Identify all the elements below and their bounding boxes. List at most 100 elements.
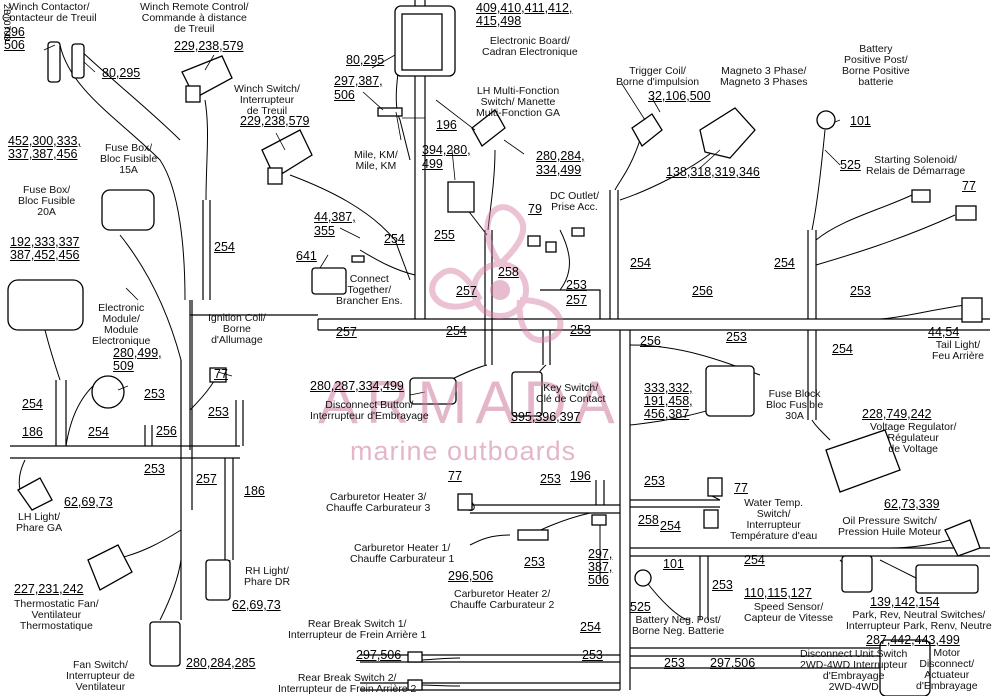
lh-light-label: LH Light/Phare GA [16,511,63,534]
ref-280284-334499: 280,284,334,499 [536,149,585,177]
ref-257-d: 257 [196,472,217,486]
starting-solenoid-part-codes: 77 [962,180,976,193]
ref-394280-499: 394,280,499 [422,143,471,171]
fuse-block-30a-code: 333,332, [644,381,693,395]
carb-heater-3-part-codes: 77 [448,470,462,483]
carb-heater-1-label: Carburetor Heater 1/Chauffe Carburateur … [350,542,455,565]
rear-brake-1-part-codes: 297,506 [356,649,401,662]
water-temp-code: 77 [734,481,748,495]
voltage-regulator-part-codes: 228,749,242 [862,408,932,421]
ref-254-k: 254 [580,620,601,634]
ref-254-c: 254 [630,256,651,270]
fuse-box-15a-code: 452,300,333, [8,134,81,148]
starting-solenoid-code: 77 [962,179,976,193]
electronic-module-code: 280,499, [113,346,162,360]
motor-disconnect-part-codes: 287,442,443,499 [866,634,960,647]
speed-sensor-code: 110,115,127 [744,586,812,600]
ref-641: 641 [296,249,317,263]
carb-heater-2-part-codes: 297,387,506 [588,548,612,587]
electronic-board-part-codes: 409,410,411,412,415,498 [476,2,572,28]
ref-253-e: 253 [144,387,165,401]
mile-km-label: Mile, KM/Mile, KM [354,149,398,172]
trigger-coil-label: Trigger Coil/Borne d'impulsion [616,65,700,88]
magneto-part-codes: 138,318,319,346 [666,166,760,179]
ref-256-c: 256 [156,424,177,438]
ref-253-f: 253 [208,405,229,419]
ref-253-b: 253 [570,323,591,337]
motor-disconnect-code: 287,442,443,499 [866,633,960,647]
ref-253-k: 253 [712,578,733,592]
ignition-coil-code: 77 [214,367,228,381]
fan-switch-code: 280,284,285 [186,656,256,670]
ref-256-a: 256 [692,284,713,298]
fuse-box-15a-code: 337,387,456 [8,147,78,161]
oil-pressure-part-codes: 62,73,339 [884,498,940,511]
starting-solenoid-label: Starting Solenoid/Relais de Démarrage [866,154,966,177]
rear-brake-1-code: 297,506 [356,648,402,662]
watermark-brand: ARMADA [318,369,623,436]
neutral-switches-label: Park, Rev, Neutral Switches/Interrupteur… [846,609,992,632]
magneto-label: Magneto 3 Phase/Magneto 3 Phases [720,65,808,88]
fan-switch-part-codes: 280,284,285 [186,657,256,670]
harness-trunks [10,0,990,691]
lh-light-part-codes: 62,69,73 [64,496,113,509]
disconnect-unit-code: 297,506 [710,656,756,670]
trigger-coil-part-codes: 32,106,500 [648,90,711,103]
dc-outlet-label: DC Outlet/Prise Acc. [550,190,600,213]
trigger-coil-code: 32,106,500 [648,89,711,103]
thermostatic-fan-part-codes: 227,231,242 [14,583,84,596]
ref-253-a: 253 [566,278,587,292]
electronic-module-code: 509 [113,359,134,373]
winch-contactor-code: 296 [4,25,25,39]
battery-positive-code: 101 [850,114,871,128]
ref-44387-355: 44,387,355 [314,210,356,238]
ref-254-j: 254 [744,553,765,567]
carb-heater-1-part-codes: 296,506 [448,570,493,583]
carb-heater-2-code: 297, [588,547,613,561]
fuse-box-20a-code: 387,452,456 [10,248,80,262]
winch-switch-code: 229,238,579 [240,114,310,128]
winch-remote-code: 229,238,579 [174,39,244,53]
ref-253-c: 253 [850,284,871,298]
fuse-box-20a-code: 192,333,337 [10,235,80,249]
ref-186-b: 186 [244,484,265,498]
battery-negative-code: 101 [663,557,684,571]
ref-257-b: 257 [566,293,587,307]
carb-heater-2-code: 506 [588,573,609,587]
watermark-logo [429,204,564,344]
carb-heater-3-code: 77 [448,469,462,483]
carb-heater-2-label: Carburetor Heater 2/Chauffe Carburateur … [450,588,555,611]
rh-light-label: RH Light/Phare DR [244,565,291,588]
electronic-board-code: 415,498 [476,14,522,28]
rh-light-part-codes: 62,69,73 [232,599,281,612]
electronic-board-code: 409,410,411,412, [476,1,573,15]
disconnect-button-code: 280,287,334,499 [310,379,404,393]
ref-253-d: 253 [726,330,747,344]
ref-254-f: 254 [832,342,853,356]
carb-heater-3-label: Carburetor Heater 3/Chauffe Carburateur … [326,491,431,514]
winch-contactor-code: 506 [4,38,25,52]
connectors [7,5,983,696]
lh-light-code: 62,69,73 [64,495,113,509]
ref-79: 79 [528,202,542,216]
ref-253-i: 253 [644,474,665,488]
oil-pressure-label: Oil Pressure Switch/Pression Huile Moteu… [838,515,942,538]
key-switch-part-codes: 395,396,397 [511,411,581,424]
electronic-module-part-codes: 280,499,509 [113,347,162,373]
ref-297387-506: 297,387,506 [334,74,383,102]
ref-254-d: 254 [774,256,795,270]
ref-256-b: 256 [640,334,661,348]
ref-525-b: 525 [630,600,651,614]
ref-258-b: 258 [638,513,659,527]
leader-lines [43,44,841,396]
